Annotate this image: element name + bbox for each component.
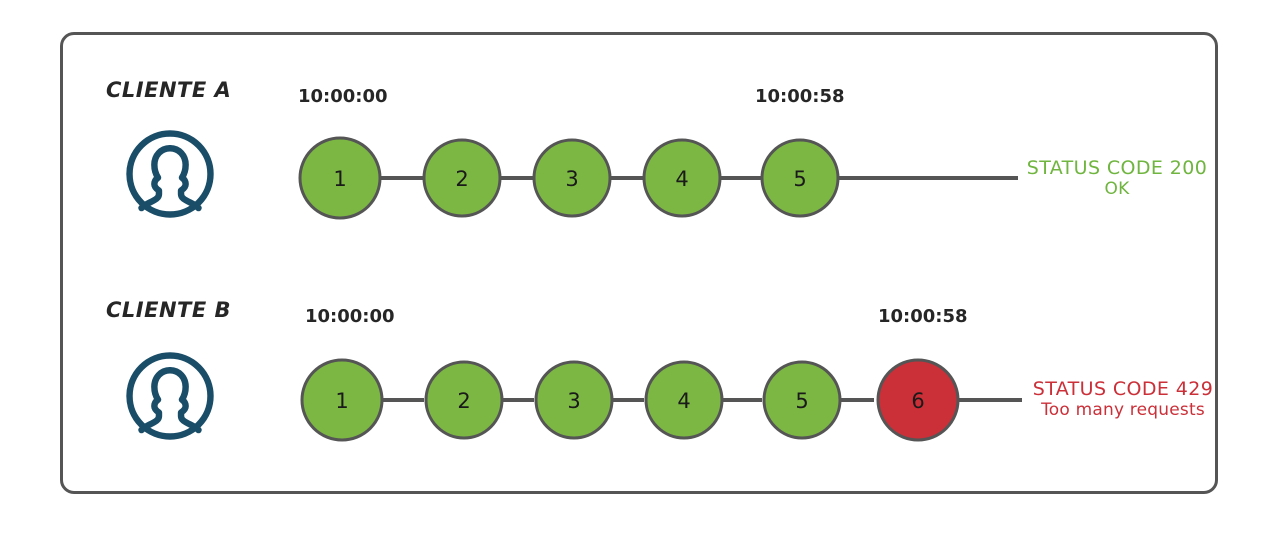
timestamp-end-a: 10:00:58 [755,86,845,107]
svg-text:3: 3 [567,389,580,413]
svg-text:1: 1 [335,389,348,413]
svg-text:5: 5 [795,389,808,413]
user-avatar-icon [124,128,216,220]
chain-node-b-5: 5 [762,360,842,440]
svg-text:1: 1 [333,167,346,191]
diagram-frame [60,32,1218,494]
client-label-b: CLIENTE B [106,298,232,322]
status-badge-a: STATUS CODE 200 OK [1022,157,1212,199]
chain-node-a-5: 5 [760,138,840,218]
chain-node-b-2: 2 [424,360,504,440]
status-line2-b: Too many requests [1041,400,1205,421]
status-line1-b: STATUS CODE 429 [1032,378,1214,400]
client-label-a: CLIENTE A [106,78,232,102]
chain-node-a-1: 1 [298,136,382,220]
chain-node-a-4: 4 [642,138,722,218]
chain-node-b-1: 1 [300,358,384,442]
chain-node-a-3: 3 [532,138,612,218]
svg-text:4: 4 [675,167,688,191]
status-badge-b: STATUS CODE 429 Too many requests [1024,378,1222,420]
status-line1-a: STATUS CODE 200 [1026,157,1208,179]
chain-node-b-3: 3 [534,360,614,440]
timestamp-start-b: 10:00:00 [305,306,395,327]
timestamp-start-a: 10:00:00 [298,86,388,107]
chain-node-a-2: 2 [422,138,502,218]
svg-text:4: 4 [677,389,690,413]
status-line2-a: OK [1104,179,1130,200]
svg-text:2: 2 [455,167,468,191]
svg-text:5: 5 [793,167,806,191]
chain-node-b-6: 6 [876,358,960,442]
chain-node-b-4: 4 [644,360,724,440]
svg-text:6: 6 [911,389,924,413]
svg-text:2: 2 [457,389,470,413]
timestamp-end-b: 10:00:58 [878,306,968,327]
user-avatar-icon [124,350,216,442]
svg-text:3: 3 [565,167,578,191]
